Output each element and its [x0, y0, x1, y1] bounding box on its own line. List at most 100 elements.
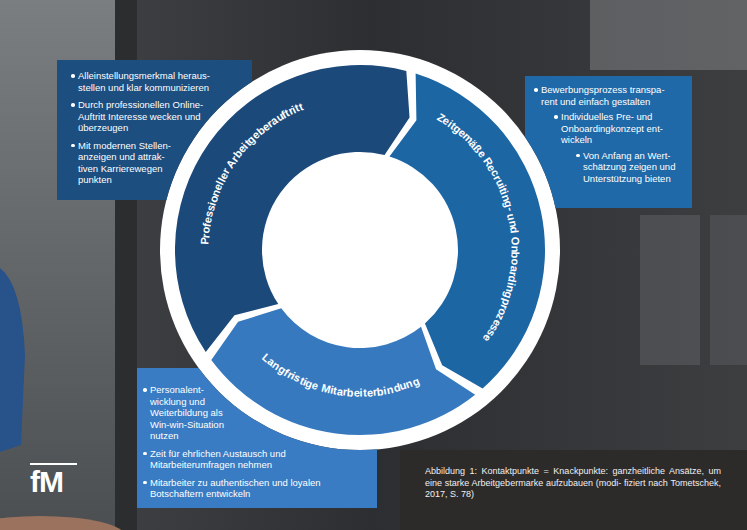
person-shirt: [0, 268, 25, 452]
title-letter: r: [286, 105, 295, 117]
panel-fill: [137, 368, 377, 508]
bullet-item: Individuelles Pre- und Onboardingkonzept…: [553, 111, 667, 146]
title-letter: e: [475, 148, 487, 160]
title-letter: r: [498, 303, 510, 311]
title-letter: b: [255, 125, 267, 138]
logo-text: fM: [30, 467, 63, 497]
title-letter: a: [266, 356, 278, 368]
title-letter: t: [497, 186, 509, 194]
panel-content: Bewerbungsprozess transpa- rent und einf…: [525, 76, 692, 192]
bullet-dot: [554, 115, 558, 119]
title-letter: [509, 233, 520, 237]
bullet-text: Personalent- wicklung und Weiterbildung …: [150, 384, 224, 441]
title-letter: u: [493, 177, 506, 188]
bullet-item: Mit modernen Stellen- anzeigen und attra…: [70, 140, 234, 186]
bullet-dot: [71, 74, 75, 78]
title-letter: i: [383, 385, 388, 396]
title-letter: g: [502, 290, 514, 300]
title-letter: e: [485, 162, 498, 173]
ceiling-light: [590, 0, 747, 70]
bullet-item: Alleinstellungsmerkmal heraus- stellen u…: [70, 70, 234, 93]
title-letter: a: [508, 265, 520, 272]
logo-rule: [30, 463, 77, 465]
title-letter: [505, 210, 516, 216]
bullet-text: Individuelles Pre- und Onboardingkonzept…: [561, 111, 663, 145]
bullet-item: Durch professionellen Online-Auftritt In…: [70, 99, 234, 134]
person-hand: [0, 516, 125, 530]
title-letter: b: [509, 252, 520, 259]
title-letter: d: [508, 226, 520, 234]
title-letter: n: [500, 193, 513, 203]
floor-shadow: [400, 450, 747, 530]
bullet-dot: [576, 154, 580, 158]
title-letter: d: [506, 275, 518, 284]
title-letter: P: [200, 237, 211, 245]
title-letter: t: [448, 120, 458, 131]
bullet-item: Zeit für ehrlichen Austausch und Mitarbe…: [142, 448, 369, 471]
text-panel: Bewerbungsprozess transpa- rent und einf…: [525, 76, 692, 208]
title-letter: R: [481, 156, 495, 169]
title-letter: L: [260, 352, 272, 365]
title-letter: n: [507, 220, 519, 228]
title-letter: ä: [467, 138, 479, 150]
segment-arrow: [389, 74, 545, 389]
bullet-item: Personalent- wicklung und Weiterbildung …: [142, 384, 369, 442]
bullet-text: Von Anfang an Wert- schätzung zeigen und…: [583, 150, 675, 184]
title-letter: e: [441, 115, 452, 128]
title-letter: s: [484, 328, 497, 339]
title-letter: g: [410, 375, 420, 388]
title-letter: t: [283, 107, 291, 118]
title-letter: n: [404, 378, 414, 391]
title-letter: e: [260, 121, 272, 133]
title-letter: o: [509, 258, 520, 266]
title-letter: f: [280, 109, 289, 120]
figure-caption: Abbildung 1: Kontaktpunkte = Knackpunkte…: [425, 466, 721, 501]
text-panel: Personalent- wicklung und Weiterbildung …: [137, 368, 377, 508]
bullet-dot: [143, 388, 147, 392]
bullet-text: Bewerbungsprozess transpa- rent und einf…: [541, 84, 665, 107]
title-letter: u: [274, 111, 285, 124]
bullet-text: Alleinstellungsmerkmal heraus- stellen u…: [78, 70, 210, 93]
title-letter: r: [265, 118, 275, 129]
bullet-dot: [534, 88, 538, 92]
title-letter: e: [491, 317, 504, 328]
title-letter: O: [509, 237, 520, 246]
text-panel: Alleinstellungsmerkmal heraus- stellen u…: [57, 60, 252, 200]
title-letter: e: [481, 333, 494, 344]
title-letter: t: [293, 102, 301, 114]
title-letter: f: [201, 222, 212, 227]
title-letter: a: [269, 115, 280, 128]
title-letter: i: [290, 104, 297, 115]
title-letter: s: [203, 210, 215, 219]
title-letter: o: [200, 226, 212, 234]
title-letter: g: [502, 199, 514, 209]
title-letter: t: [297, 101, 305, 113]
title-letter: d: [392, 382, 401, 394]
panel-fill: [57, 60, 252, 200]
title-letter: u: [398, 380, 408, 393]
panel-fill: [525, 76, 692, 208]
title-letter: u: [505, 213, 517, 222]
title-letter: n: [509, 245, 520, 252]
bullet-item: Mitarbeiter zu authentischen und loyalen…: [142, 477, 369, 500]
bullet-dot: [143, 481, 147, 485]
title-letter: i: [499, 190, 510, 197]
title-letter: i: [206, 201, 217, 207]
title-letter: z: [493, 313, 505, 323]
bullet-item: Von Anfang an Wert- schätzung zeigen und…: [575, 150, 684, 185]
bullet-dot: [71, 103, 75, 107]
title-letter: r: [491, 173, 503, 182]
title-letter: o: [496, 307, 509, 318]
title-letter: ß: [471, 143, 484, 155]
title-letter: s: [488, 323, 501, 334]
title-letter: p: [500, 297, 513, 307]
title-letter: n: [386, 384, 395, 396]
title-letter: e: [202, 216, 214, 224]
title-letter: m: [460, 131, 475, 146]
title-letter: c: [488, 168, 501, 179]
window: [640, 215, 700, 365]
title-letter: [479, 153, 490, 162]
title-letter: e: [456, 127, 468, 139]
